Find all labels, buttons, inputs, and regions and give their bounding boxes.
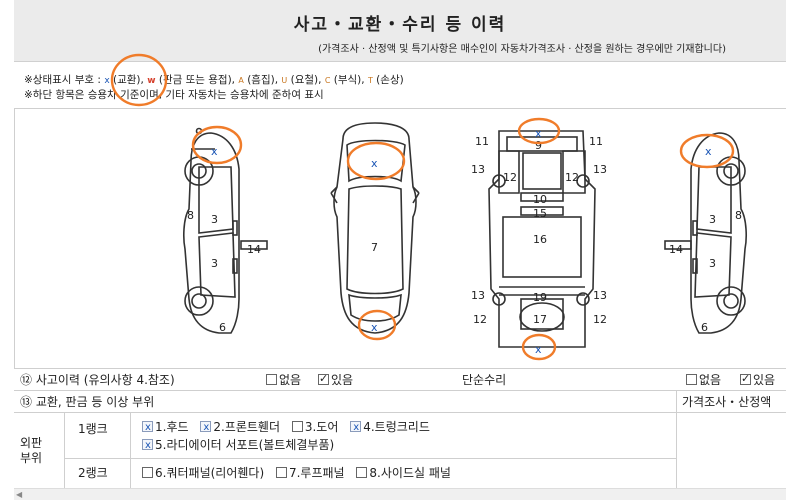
horizontal-scrollbar[interactable] <box>14 488 786 500</box>
simple-repair-none-option[interactable]: 없음 <box>686 369 721 390</box>
label-9: 9 <box>535 139 542 152</box>
rank1-items: 1.후드 2.프론트휀더 3.도어 4.트렁크리드 5.라디에이터 서포트(볼트… <box>142 418 430 455</box>
label-12-rear-right: 12 <box>593 313 607 326</box>
label-13-rear-left: 13 <box>471 289 485 302</box>
legend-c-symbol: C <box>324 76 331 85</box>
highlight-trunk <box>357 309 397 341</box>
mark-x-rear-panel: x <box>535 343 542 356</box>
legend-t-symbol: T <box>367 76 373 85</box>
label-10: 10 <box>533 193 547 206</box>
exchange-section-label: ⑬ 교환, 판금 등 이상 부위 <box>20 395 155 409</box>
mark-x-left-fender: x <box>211 145 218 158</box>
label-3-right-front: 3 <box>709 213 716 226</box>
exterior-parts-label: 외판 부위 <box>20 435 43 465</box>
label-3-left-rear: 3 <box>211 257 218 270</box>
label-6-right: 6 <box>701 321 708 334</box>
part-number-labels: 3 3 6 8 14 7 11 11 9 13 13 12 12 10 15 1… <box>187 135 742 334</box>
simple-repair-label: 단순수리 <box>462 373 507 387</box>
label-15: 15 <box>533 207 547 220</box>
label-7-roof: 7 <box>371 241 378 254</box>
legend-line-1: ※상태표시 부호 : x (교환), w (판금 또는 용접), A (흠집),… <box>24 74 404 86</box>
rank2-item-roof-panel[interactable]: 7.루프패널 <box>275 466 345 480</box>
rank2-items: 6.쿼터패널(리어휀다) 7.루프패널 8.사이드실 패널 <box>142 464 451 481</box>
price-estimate-header: 가격조사・산정액 <box>682 395 772 409</box>
simple-repair-yes-checkbox[interactable] <box>740 372 751 385</box>
rank1-item-trunk-lid[interactable]: 4.트렁크리드 <box>350 419 430 437</box>
label-16: 16 <box>533 233 547 246</box>
mark-x-radiator-support: x <box>535 127 542 140</box>
accident-none-checkbox[interactable] <box>266 374 277 385</box>
highlight-hood <box>346 141 406 181</box>
legend-line-2: ※하단 항목은 승용차 기준이며, 기타 자동차는 승용차에 준하여 표시 <box>24 89 324 101</box>
label-3-right-rear: 3 <box>709 257 716 270</box>
exchange-marks: x x x x x x <box>211 127 712 356</box>
accident-yes-option[interactable]: 있음 <box>318 369 353 390</box>
legend-w-symbol: w <box>147 76 156 86</box>
highlight-circles <box>191 117 735 361</box>
label-12-front-left: 12 <box>503 171 517 184</box>
mark-x-right-fender: x <box>705 145 712 158</box>
label-19: 19 <box>533 291 547 304</box>
simple-repair-none-checkbox[interactable] <box>686 374 697 385</box>
accident-history-label: ⑫ 사고이력 (유의사항 4.참조) <box>20 373 175 387</box>
label-14-left: 14 <box>247 243 261 256</box>
rank1-item-door[interactable]: 3.도어 <box>291 420 338 434</box>
label-12-rear-left: 12 <box>473 313 487 326</box>
car-frame-view <box>488 130 596 348</box>
rank2-label: 2랭크 <box>78 466 108 480</box>
status-legend: ※상태표시 부호 : x (교환), w (판금 또는 용접), A (흠집),… <box>24 73 404 102</box>
highlight-rear-panel <box>521 333 557 361</box>
page-title: 사고・교환・수리 등 이력 <box>293 15 507 35</box>
exterior-parts-block: 외판 부위 <box>14 412 786 488</box>
rank1-item-hood[interactable]: 1.후드 <box>142 419 189 437</box>
divider-rank-items <box>130 412 131 488</box>
divider-rank1-rank2 <box>64 458 676 459</box>
car-top-view <box>330 122 420 334</box>
legend-u-symbol: U <box>281 76 288 85</box>
label-13-rear-right: 13 <box>593 289 607 302</box>
mark-x-hood: x <box>371 157 378 170</box>
label-11-right: 11 <box>589 135 603 148</box>
legend-highlight-exchange <box>110 53 168 107</box>
legend-x-symbol: x <box>104 76 110 86</box>
mark-x-trunk: x <box>371 321 378 334</box>
car-diagrams: 3 3 6 8 14 7 11 11 9 13 13 12 12 10 15 1… <box>183 117 747 361</box>
simple-repair-yes-option[interactable]: 있음 <box>740 369 775 390</box>
label-12-front-right: 12 <box>565 171 579 184</box>
highlight-right-fender <box>679 133 735 169</box>
page-subtitle: (가격조사 · 산정액 및 특기사항은 매수인이 자동차가격조사 · 산정을 원… <box>318 44 726 55</box>
accident-yes-checkbox[interactable] <box>318 372 329 385</box>
rank2-item-quarter-panel[interactable]: 6.쿼터패널(리어휀다) <box>142 466 264 480</box>
label-11-left: 11 <box>475 135 489 148</box>
divider-label-rank <box>64 412 65 488</box>
rank2-item-side-sill-panel[interactable]: 8.사이드실 패널 <box>356 466 451 480</box>
label-13-front-right: 13 <box>593 163 607 176</box>
accident-history-row: ⑫ 사고이력 (유의사항 4.참조) 없음 있음 단순수리 없음 있음 <box>14 368 786 390</box>
exchange-header-row: ⑬ 교환, 판금 등 이상 부위 가격조사・산정액 <box>14 390 786 412</box>
divider-items-price <box>676 390 677 488</box>
rank1-item-front-fender[interactable]: 2.프론트휀더 <box>200 419 280 437</box>
label-13-front-left: 13 <box>471 163 485 176</box>
rank1-item-radiator-support[interactable]: 5.라디에이터 서포트(볼트체결부품) <box>142 437 334 455</box>
label-6-left: 6 <box>219 321 226 334</box>
legend-a-symbol: A <box>238 76 244 85</box>
label-8-left: 8 <box>187 209 194 222</box>
scroll-left-arrow-icon[interactable]: ◀ <box>16 490 23 499</box>
accident-none-option[interactable]: 없음 <box>266 369 301 390</box>
label-8-right: 8 <box>735 209 742 222</box>
label-14-right: 14 <box>669 243 683 256</box>
car-diagram-area: 3 3 6 8 14 7 11 11 9 13 13 12 12 10 15 1… <box>14 108 786 368</box>
header-bar: 사고・교환・수리 등 이력 (가격조사 · 산정액 및 특기사항은 매수인이 자… <box>14 0 786 62</box>
highlight-left-fender <box>191 125 243 165</box>
highlight-radiator-support <box>517 117 561 145</box>
rank1-label: 1랭크 <box>78 422 108 436</box>
label-3-left-front: 3 <box>211 213 218 226</box>
label-17: 17 <box>533 313 547 326</box>
